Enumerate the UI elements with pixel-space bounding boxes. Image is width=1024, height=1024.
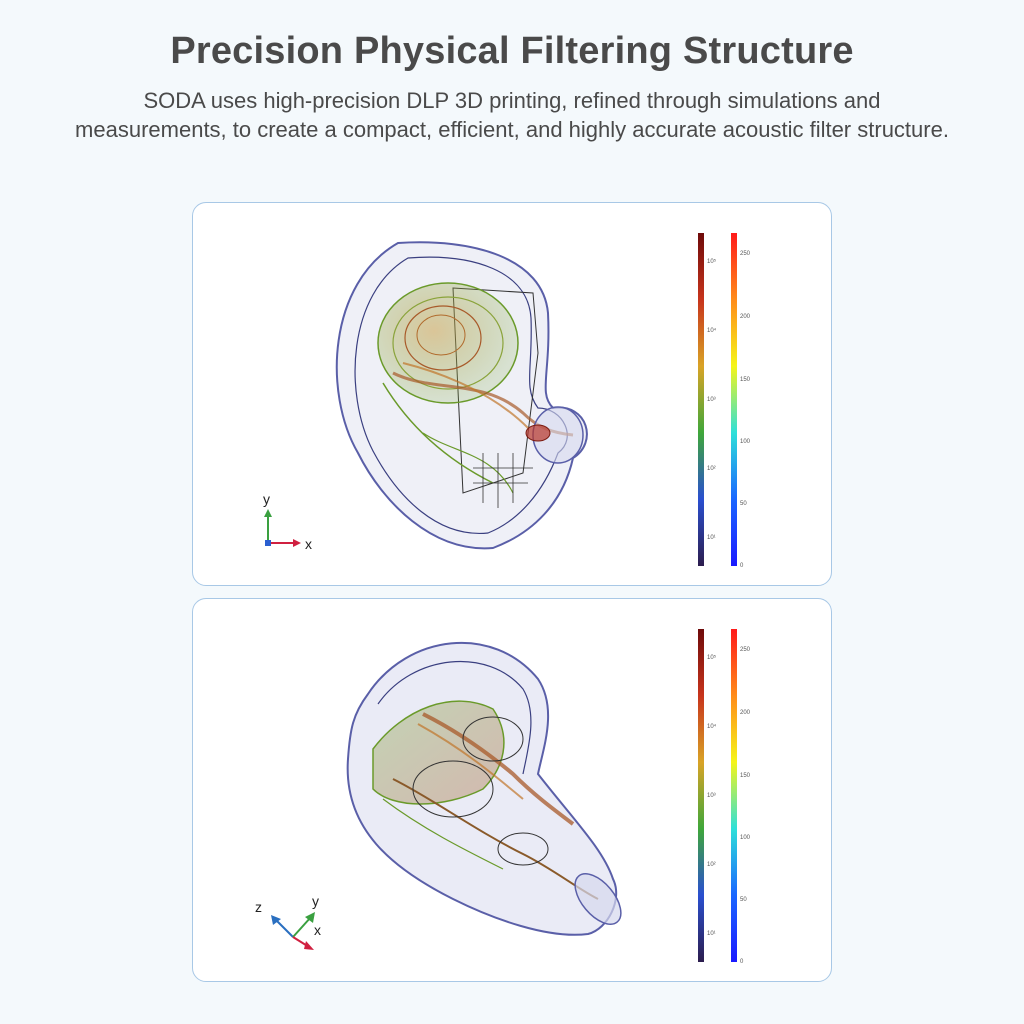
scale-tick: 100 (740, 835, 751, 841)
scale-tick: 150 (740, 773, 751, 779)
scale-tick: 10⁵ (707, 259, 717, 265)
axis-label-z: z (255, 899, 262, 915)
scale-tick: 150 (740, 377, 751, 383)
page-title: Precision Physical Filtering Structure (170, 30, 854, 72)
scale-tick: 50 (740, 897, 747, 903)
scale-tick: 0 (740, 563, 744, 569)
scale-tick: 100 (740, 439, 751, 445)
axis-label-x: x (305, 536, 312, 552)
scale-tick: 10³ (707, 793, 716, 799)
scale-tick: 10⁴ (707, 724, 717, 730)
scale-tick: 10² (707, 466, 716, 472)
simulation-panel-top: y x 10⁵ 10⁴ 10³ 10² 10¹ 250 200 150 100 … (192, 202, 832, 586)
color-scale-linear (731, 233, 737, 566)
axis-label-y: y (312, 893, 319, 909)
color-scale-linear (731, 629, 737, 962)
scale-tick: 200 (740, 710, 751, 716)
color-scale-log (698, 233, 704, 566)
scale-tick: 10⁴ (707, 328, 717, 334)
scale-tick: 10⁵ (707, 655, 717, 661)
earpiece-render-side (264, 241, 588, 550)
scale-tick: 50 (740, 501, 747, 507)
axis-label-x: x (314, 922, 321, 938)
scale-tick: 10² (707, 862, 716, 868)
axis-label-y: y (263, 491, 270, 507)
scale-tick: 200 (740, 314, 751, 320)
scale-tick: 10¹ (707, 931, 716, 937)
page-subtitle: SODA uses high-precision DLP 3D printing… (75, 88, 949, 142)
scale-tick: 10¹ (707, 535, 716, 541)
color-scale-log (698, 629, 704, 962)
simulation-panel-bottom: z y x 10⁵ 10⁴ 10³ 10² 10¹ 250 200 150 10… (192, 598, 832, 982)
earpiece-render-iso (271, 641, 622, 950)
scale-tick: 250 (740, 647, 751, 653)
scale-tick: 250 (740, 251, 751, 257)
scale-tick: 10³ (707, 397, 716, 403)
scale-tick: 0 (740, 959, 744, 965)
